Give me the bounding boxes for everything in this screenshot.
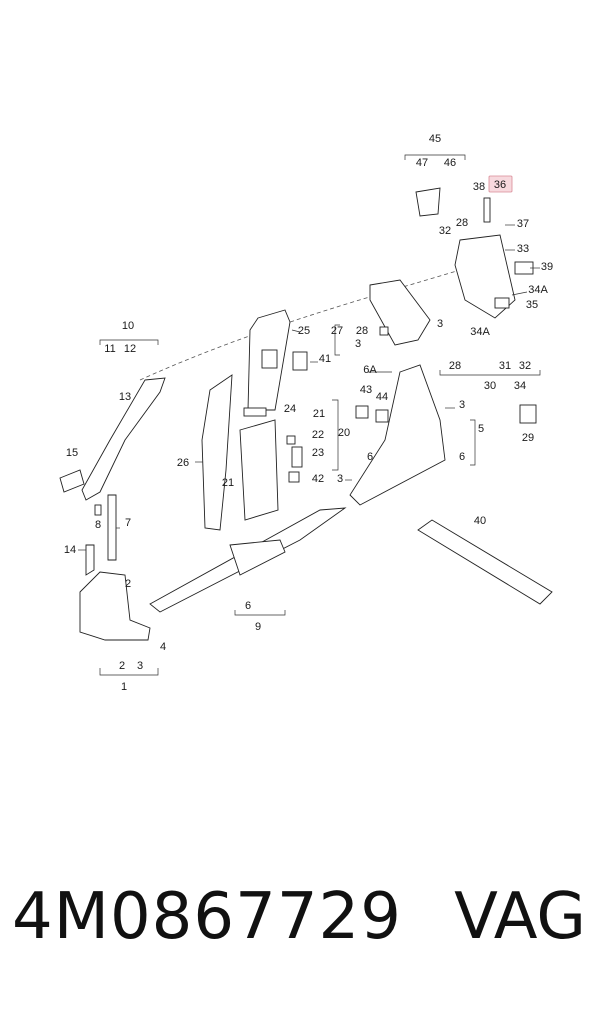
b-pillar-panel bbox=[239, 419, 279, 521]
leader-lines bbox=[78, 154, 541, 676]
footer: 4M0867729 VAG bbox=[0, 880, 600, 990]
callout-c2b: 2 bbox=[119, 660, 125, 672]
clip-28c bbox=[379, 326, 389, 336]
clip-8 bbox=[94, 504, 102, 516]
callout-c34Ab: 34A bbox=[470, 326, 490, 338]
callout-c43: 43 bbox=[360, 384, 372, 396]
callout-c13: 13 bbox=[119, 391, 131, 403]
b-pillar-lower-trim bbox=[201, 374, 233, 531]
callout-c14: 14 bbox=[64, 544, 76, 556]
callout-c3d: 3 bbox=[337, 473, 343, 485]
clip-42 bbox=[288, 471, 300, 483]
callout-c1: 1 bbox=[121, 681, 127, 693]
clip-44 bbox=[375, 409, 389, 423]
callout-c3c: 3 bbox=[459, 399, 465, 411]
callout-c34A: 34A bbox=[528, 284, 548, 296]
seal-strip bbox=[107, 494, 117, 561]
bracket-45 bbox=[415, 187, 441, 217]
callout-c25: 25 bbox=[298, 325, 310, 337]
callout-c11: 11 bbox=[104, 343, 115, 355]
callout-c5: 5 bbox=[478, 423, 484, 435]
callout-c39: 39 bbox=[541, 261, 553, 273]
callout-c32a: 32 bbox=[439, 225, 451, 237]
clip-23 bbox=[291, 446, 303, 468]
callout-c33: 33 bbox=[517, 243, 529, 255]
callout-c28a: 28 bbox=[456, 217, 468, 229]
callout-c26: 26 bbox=[177, 457, 189, 469]
rear-sill-trim bbox=[417, 519, 553, 605]
sill-trim-rear bbox=[229, 539, 286, 576]
clip-41 bbox=[292, 351, 308, 371]
callout-c21a: 21 bbox=[313, 408, 325, 420]
callout-c27: 27 bbox=[331, 325, 343, 337]
callout-c3b: 3 bbox=[437, 318, 443, 330]
callout-c4: 4 bbox=[160, 641, 166, 653]
callout-c3e: 3 bbox=[137, 660, 143, 672]
part-number: 4M0867729 bbox=[12, 880, 402, 954]
callout-c28b: 28 bbox=[449, 360, 461, 372]
callout-c15: 15 bbox=[66, 447, 78, 459]
callout-c6A: 6A bbox=[363, 364, 377, 376]
callout-c38: 38 bbox=[473, 181, 485, 193]
callout-c30: 30 bbox=[484, 380, 496, 392]
callout-c37: 37 bbox=[517, 218, 529, 230]
clip-22 bbox=[286, 435, 296, 445]
footwell-trim bbox=[79, 571, 151, 641]
callout-c41: 41 bbox=[319, 353, 331, 365]
b-pillar-recess bbox=[261, 349, 278, 369]
callout-c44: 44 bbox=[376, 391, 388, 403]
clip-29 bbox=[519, 404, 537, 424]
callout-c31: 31 bbox=[499, 360, 511, 372]
c-pillar-lower-trim bbox=[349, 364, 446, 506]
body-outline-line bbox=[139, 269, 461, 381]
callout-c9: 9 bbox=[255, 621, 261, 633]
callout-c6b: 6 bbox=[459, 451, 465, 463]
highlight-36 bbox=[488, 175, 513, 193]
callout-c47: 47 bbox=[416, 157, 428, 169]
callout-c40: 40 bbox=[474, 515, 486, 527]
a-pillar-trim bbox=[81, 377, 166, 501]
callout-c6c: 6 bbox=[245, 600, 251, 612]
clip-36 bbox=[483, 197, 491, 223]
callout-c6a: 6 bbox=[367, 451, 373, 463]
clip-24 bbox=[243, 407, 267, 417]
callout-c22: 22 bbox=[312, 429, 324, 441]
callout-c42: 42 bbox=[312, 473, 324, 485]
callout-c12: 12 bbox=[124, 343, 136, 355]
clip-35 bbox=[494, 297, 510, 309]
callout-c2a: 2 bbox=[125, 578, 131, 590]
clip-43 bbox=[355, 405, 369, 419]
callout-c21b: 21 bbox=[222, 477, 234, 489]
callout-c8: 8 bbox=[95, 519, 101, 531]
callout-c20: 20 bbox=[338, 427, 350, 439]
callout-c10: 10 bbox=[122, 320, 134, 332]
callout-c32b: 32 bbox=[519, 360, 531, 372]
callout-c35: 35 bbox=[526, 299, 538, 311]
callout-c23: 23 bbox=[312, 447, 324, 459]
callout-c3a: 3 bbox=[355, 338, 361, 350]
bracket-14 bbox=[85, 544, 95, 576]
rear-quarter-trim bbox=[454, 234, 516, 319]
callout-c7: 7 bbox=[125, 517, 131, 529]
callout-c34: 34 bbox=[514, 380, 526, 392]
callout-c28c: 28 bbox=[356, 325, 368, 337]
cover-card-15 bbox=[59, 469, 85, 493]
callout-c45: 45 bbox=[429, 133, 441, 145]
callout-c24: 24 bbox=[284, 403, 296, 415]
callout-c29: 29 bbox=[522, 432, 534, 444]
callout-c46: 46 bbox=[444, 157, 456, 169]
c-pillar-upper-trim bbox=[369, 279, 431, 346]
brand-label: VAG bbox=[454, 880, 586, 954]
callout-c36: 36 bbox=[494, 179, 506, 191]
